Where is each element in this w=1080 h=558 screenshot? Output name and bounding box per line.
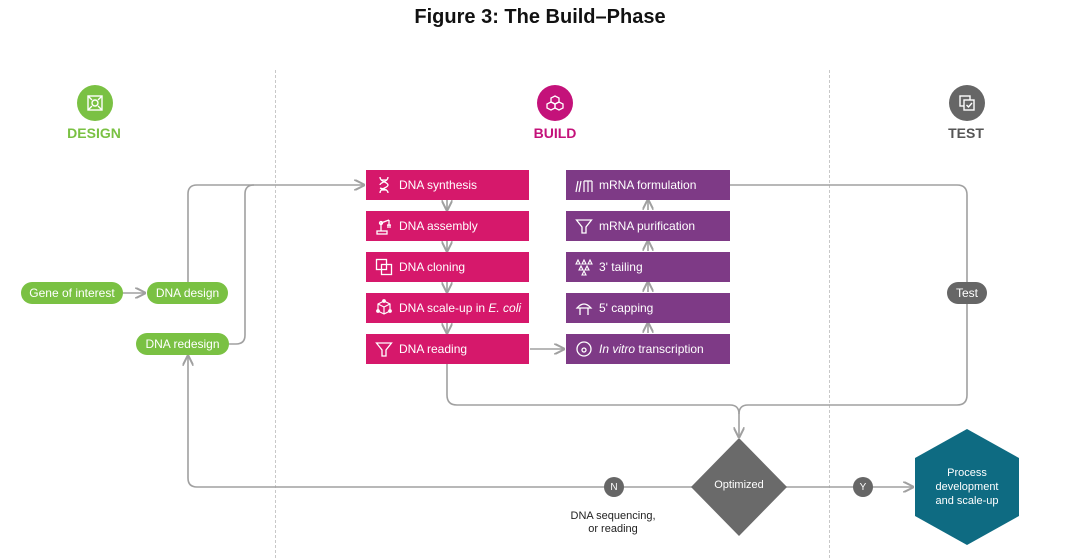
sequencing-note-line1: DNA sequencing, bbox=[570, 510, 656, 522]
mrna-purification-step: mRNA purification bbox=[566, 211, 730, 241]
sequencing-note: DNA sequencing, or reading bbox=[548, 510, 678, 536]
yes-branch-marker: Y bbox=[853, 477, 873, 497]
dna-synthesis-step: DNA synthesis bbox=[366, 170, 529, 200]
dna-scale-up-step: DNA scale-up in E. coli bbox=[366, 293, 529, 323]
sequencing-note-line2: or reading bbox=[588, 523, 638, 535]
in-vitro-label: In vitro bbox=[599, 342, 636, 356]
dna-reading-label: DNA reading bbox=[399, 342, 468, 356]
robotic-arm-icon bbox=[373, 215, 395, 237]
funnel-icon bbox=[573, 215, 595, 237]
funnel-icon bbox=[373, 338, 395, 360]
capping-label: 5' capping bbox=[599, 301, 654, 315]
optimized-decision bbox=[691, 438, 787, 536]
dna-design-node: DNA design bbox=[147, 282, 228, 304]
dna-assembly-step: DNA assembly bbox=[366, 211, 529, 241]
build-section-label: BUILD bbox=[533, 125, 577, 141]
circle-dot-icon bbox=[573, 338, 595, 360]
molecule-cube-icon bbox=[373, 297, 395, 319]
process-development-hexagon bbox=[915, 429, 1019, 545]
test-section-label: TEST bbox=[948, 125, 984, 141]
dna-cloning-label: DNA cloning bbox=[399, 260, 466, 274]
build-test-divider bbox=[829, 70, 830, 558]
overlapping-squares-icon bbox=[373, 256, 395, 278]
capping-step: 5' capping bbox=[566, 293, 730, 323]
figure-title: Figure 3: The Build–Phase bbox=[414, 6, 666, 28]
optimized-label: Optimized bbox=[714, 479, 764, 491]
cap-icon bbox=[573, 297, 595, 319]
tailing-step: 3' tailing bbox=[566, 252, 730, 282]
outcome-label: Process development and scale-up bbox=[914, 466, 1020, 508]
mrna-formulation-label: mRNA formulation bbox=[599, 178, 697, 192]
mrna-formulation-step: mRNA formulation bbox=[566, 170, 730, 200]
mrna-purification-label: mRNA purification bbox=[599, 219, 696, 233]
transcription-label: transcription bbox=[635, 342, 704, 356]
gene-of-interest-node: Gene of interest bbox=[21, 282, 123, 304]
test-node: Test bbox=[947, 282, 987, 304]
dna-assembly-label: DNA assembly bbox=[399, 219, 478, 233]
tail-triangles-icon bbox=[573, 256, 595, 278]
dna-scale-up-organism: E. coli bbox=[488, 301, 522, 315]
dna-cloning-step: DNA cloning bbox=[366, 252, 529, 282]
dna-helix-icon bbox=[373, 174, 395, 196]
in-vitro-transcription-step: In vitro transcription bbox=[566, 334, 730, 364]
dna-synthesis-label: DNA synthesis bbox=[399, 178, 478, 192]
design-icon bbox=[77, 85, 113, 121]
design-section-label: DESIGN bbox=[67, 125, 121, 141]
no-branch-marker: N bbox=[604, 477, 624, 497]
dna-scale-up-label: DNA scale-up in bbox=[399, 301, 489, 315]
lipid-icon bbox=[573, 174, 595, 196]
outcome-line2: development bbox=[935, 481, 999, 493]
dna-reading-step: DNA reading bbox=[366, 334, 529, 364]
dna-redesign-node: DNA redesign bbox=[136, 333, 229, 355]
tailing-label: 3' tailing bbox=[599, 260, 643, 274]
build-icon bbox=[537, 85, 573, 121]
outcome-line1: Process bbox=[947, 467, 987, 479]
design-build-divider bbox=[275, 70, 276, 558]
outcome-line3: and scale-up bbox=[935, 495, 999, 507]
test-icon bbox=[949, 85, 985, 121]
